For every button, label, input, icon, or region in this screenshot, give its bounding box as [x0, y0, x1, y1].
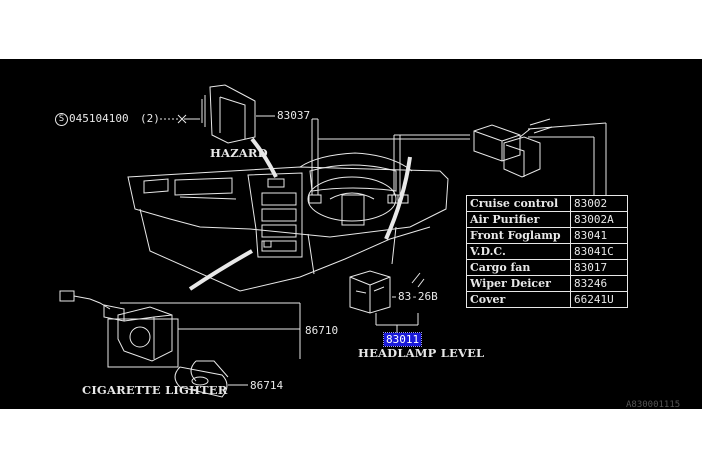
- part-number-cell[interactable]: 66241U: [570, 291, 628, 308]
- part-name-cell: Air Purifier: [466, 211, 571, 228]
- part-name-cell: Cargo fan: [466, 259, 571, 276]
- lighter-part-callout[interactable]: 86714: [250, 379, 284, 392]
- hazard-part-callout[interactable]: 83037: [277, 109, 311, 122]
- headlamp-sub-part-callout[interactable]: 83-26B: [398, 290, 438, 303]
- bolt-part-callout[interactable]: 045104100: [69, 112, 129, 125]
- headlamp-part-callout[interactable]: 83011: [382, 332, 423, 347]
- cigarette-lighter-drawing: [59, 249, 301, 398]
- part-number-cell[interactable]: 83041: [570, 227, 628, 244]
- exploded-parts-diagram: S 045104100 (2) 83037 HAZARD 83-26B 8301…: [0, 59, 702, 409]
- bolt-symbol-icon: S: [55, 113, 68, 126]
- part-name-cell: Cruise control: [466, 195, 571, 212]
- diagram-linework: [59, 84, 607, 398]
- diagram-code: A830001115: [626, 400, 681, 410]
- headlamp-level-label: HEADLAMP LEVEL: [358, 346, 485, 360]
- part-number-cell[interactable]: 83017: [570, 259, 628, 276]
- bolt-quantity: (2): [140, 112, 160, 125]
- hazard-switch-drawing: [160, 84, 278, 178]
- part-number-cell[interactable]: 83002: [570, 195, 628, 212]
- cigarette-lighter-label: CIGARETTE LIGHTER: [82, 383, 228, 397]
- part-number-cell[interactable]: 83002A: [570, 211, 628, 228]
- part-name-cell: Cover: [466, 291, 571, 308]
- headlamp-switch-drawing: [349, 156, 425, 333]
- dashboard-drawing: [127, 118, 470, 292]
- part-number-cell[interactable]: 83041C: [570, 243, 628, 260]
- part-number-cell[interactable]: 83246: [570, 275, 628, 292]
- lighter-housing-part-callout[interactable]: 86710: [305, 324, 339, 337]
- parts-table-row[interactable]: V.D.C.83041C: [466, 243, 628, 260]
- part-name-cell: Wiper Deicer: [466, 275, 571, 292]
- hazard-label: HAZARD: [210, 146, 268, 160]
- part-name-cell: V.D.C.: [466, 243, 571, 260]
- part-name-cell: Front Foglamp: [466, 227, 571, 244]
- right-switch-drawing: [473, 118, 607, 195]
